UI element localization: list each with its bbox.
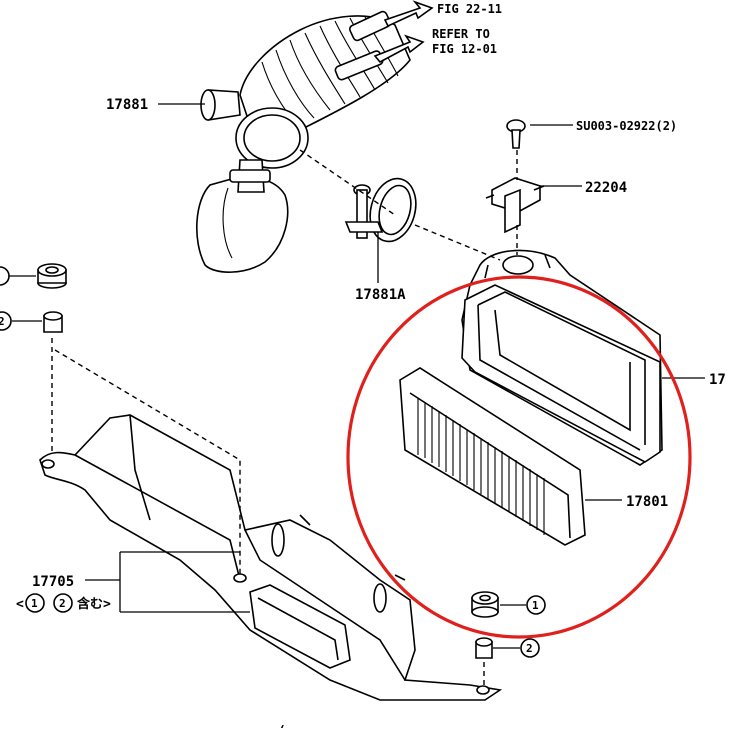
grommet-1-left: [37, 263, 67, 289]
callout-2-right: 2: [520, 638, 540, 658]
svg-text:1: 1: [31, 597, 38, 610]
label-17801: 17801: [626, 494, 668, 510]
airflow-meter-22204: [485, 177, 545, 234]
label-17-cut: 17: [709, 372, 726, 388]
air-cleaner-case-17705: [39, 414, 503, 701]
svg-text:2: 2: [0, 315, 5, 328]
assembly-lines: [51, 149, 518, 688]
label-includes-close: 含む>: [76, 596, 111, 612]
leader-lines: [0, 103, 705, 649]
label-bottom-cut: (: [278, 724, 286, 728]
callout-2-note: 2: [53, 593, 73, 613]
intake-hose-17881: [196, 0, 434, 273]
svg-text:1: 1: [532, 599, 539, 612]
screw-su003: [506, 119, 526, 149]
label-22204: 22204: [585, 180, 627, 196]
collar-2-left: [43, 311, 63, 333]
svg-text:2: 2: [526, 642, 533, 655]
callout-1-left: [0, 266, 10, 286]
callout-1-note: 1: [25, 593, 45, 613]
air-filter-element-17801: [399, 367, 586, 546]
label-includes-open: <: [16, 597, 24, 612]
collar-2-right: [475, 637, 493, 659]
label-refer-to: REFER TO: [432, 27, 490, 41]
callout-1-right: 1: [526, 595, 546, 615]
label-17881a: 17881A: [355, 287, 406, 303]
label-17705: 17705: [32, 574, 74, 590]
label-17881: 17881: [106, 97, 148, 113]
part-labels: FIG 22-11 REFER TO FIG 12-01 17881 SU003…: [16, 2, 726, 732]
highlight-circle: [346, 275, 692, 639]
hose-clamp-17881a: [344, 177, 417, 243]
label-fig-12-01: FIG 12-01: [432, 42, 497, 56]
grommet-1-right: [471, 591, 499, 618]
svg-text:2: 2: [59, 597, 66, 610]
label-fig-22-11: FIG 22-11: [437, 2, 502, 16]
label-su003-02922: SU003-02922(2): [576, 119, 677, 133]
callout-2-left: 2: [0, 311, 12, 331]
